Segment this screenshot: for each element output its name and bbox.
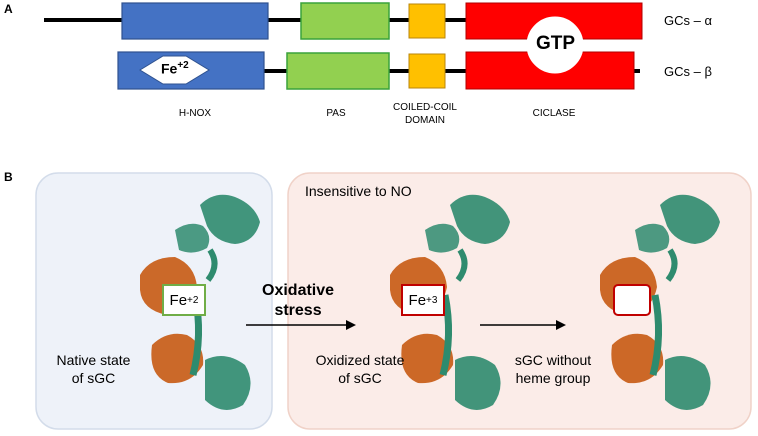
- coil-line-1: COILED-COIL: [393, 102, 457, 113]
- oxidized-state-label: Oxidized state of sGC: [300, 351, 420, 387]
- fe-native-sup: +2: [187, 294, 199, 306]
- coil-line-2: DOMAIN: [405, 115, 445, 126]
- native-line-2: of sGC: [71, 370, 116, 386]
- alpha-pas-domain: [300, 2, 390, 40]
- fe-beta-base: Fe: [161, 60, 178, 77]
- beta-coil-domain: [408, 53, 446, 89]
- oxidative-arrow-head: [346, 320, 356, 330]
- domain-label-hnox: H-NOX: [178, 108, 212, 119]
- oxidative-line-1: Oxidative: [262, 282, 335, 299]
- panel-b-letter: B: [4, 170, 13, 184]
- fe-beta-label: Fe+2: [161, 60, 189, 77]
- fe-oxidized-sup: +3: [426, 294, 438, 306]
- fe-oxidized-base: Fe: [408, 291, 427, 309]
- panel-a-letter: A: [4, 2, 13, 16]
- oxidized-line-1: Oxidized state: [315, 352, 405, 368]
- insensitive-label: Insensitive to NO: [305, 183, 412, 199]
- alpha-hnox-domain: [121, 2, 269, 40]
- oxidized-line-2: of sGC: [338, 370, 382, 386]
- heme-diamond-beta: [139, 55, 210, 85]
- without-heme-line-1: sGC without: [514, 352, 592, 368]
- heme-loss-arrow-head: [556, 320, 566, 330]
- gtp-label: GTP: [536, 33, 576, 54]
- fe-native-base: Fe: [169, 291, 188, 309]
- track-label-alpha: GCs – α: [664, 13, 712, 28]
- beta-pas-domain: [286, 52, 390, 90]
- oxidative-line-2: stress: [274, 302, 322, 319]
- fe-native-label: Fe+2: [165, 287, 203, 313]
- domain-label-coil: COILED-COIL DOMAIN: [380, 101, 470, 127]
- heme-box-empty: [613, 284, 651, 316]
- gtp-circle: [526, 16, 584, 74]
- track-label-beta: GCs – β: [664, 64, 712, 79]
- fe-beta-sup: +2: [177, 60, 189, 71]
- oxidative-label: Oxidative stress: [262, 281, 334, 321]
- without-heme-label: sGC without heme group: [498, 351, 608, 387]
- domain-label-ciclase: CICLASE: [532, 108, 576, 119]
- native-line-1: Native state: [56, 352, 131, 368]
- alpha-coil-domain: [408, 3, 446, 39]
- without-heme-line-2: heme group: [515, 370, 591, 386]
- native-state-label: Native state of sGC: [46, 351, 141, 387]
- fe-oxidized-label: Fe+3: [404, 287, 442, 313]
- domain-label-pas: PAS: [326, 108, 346, 119]
